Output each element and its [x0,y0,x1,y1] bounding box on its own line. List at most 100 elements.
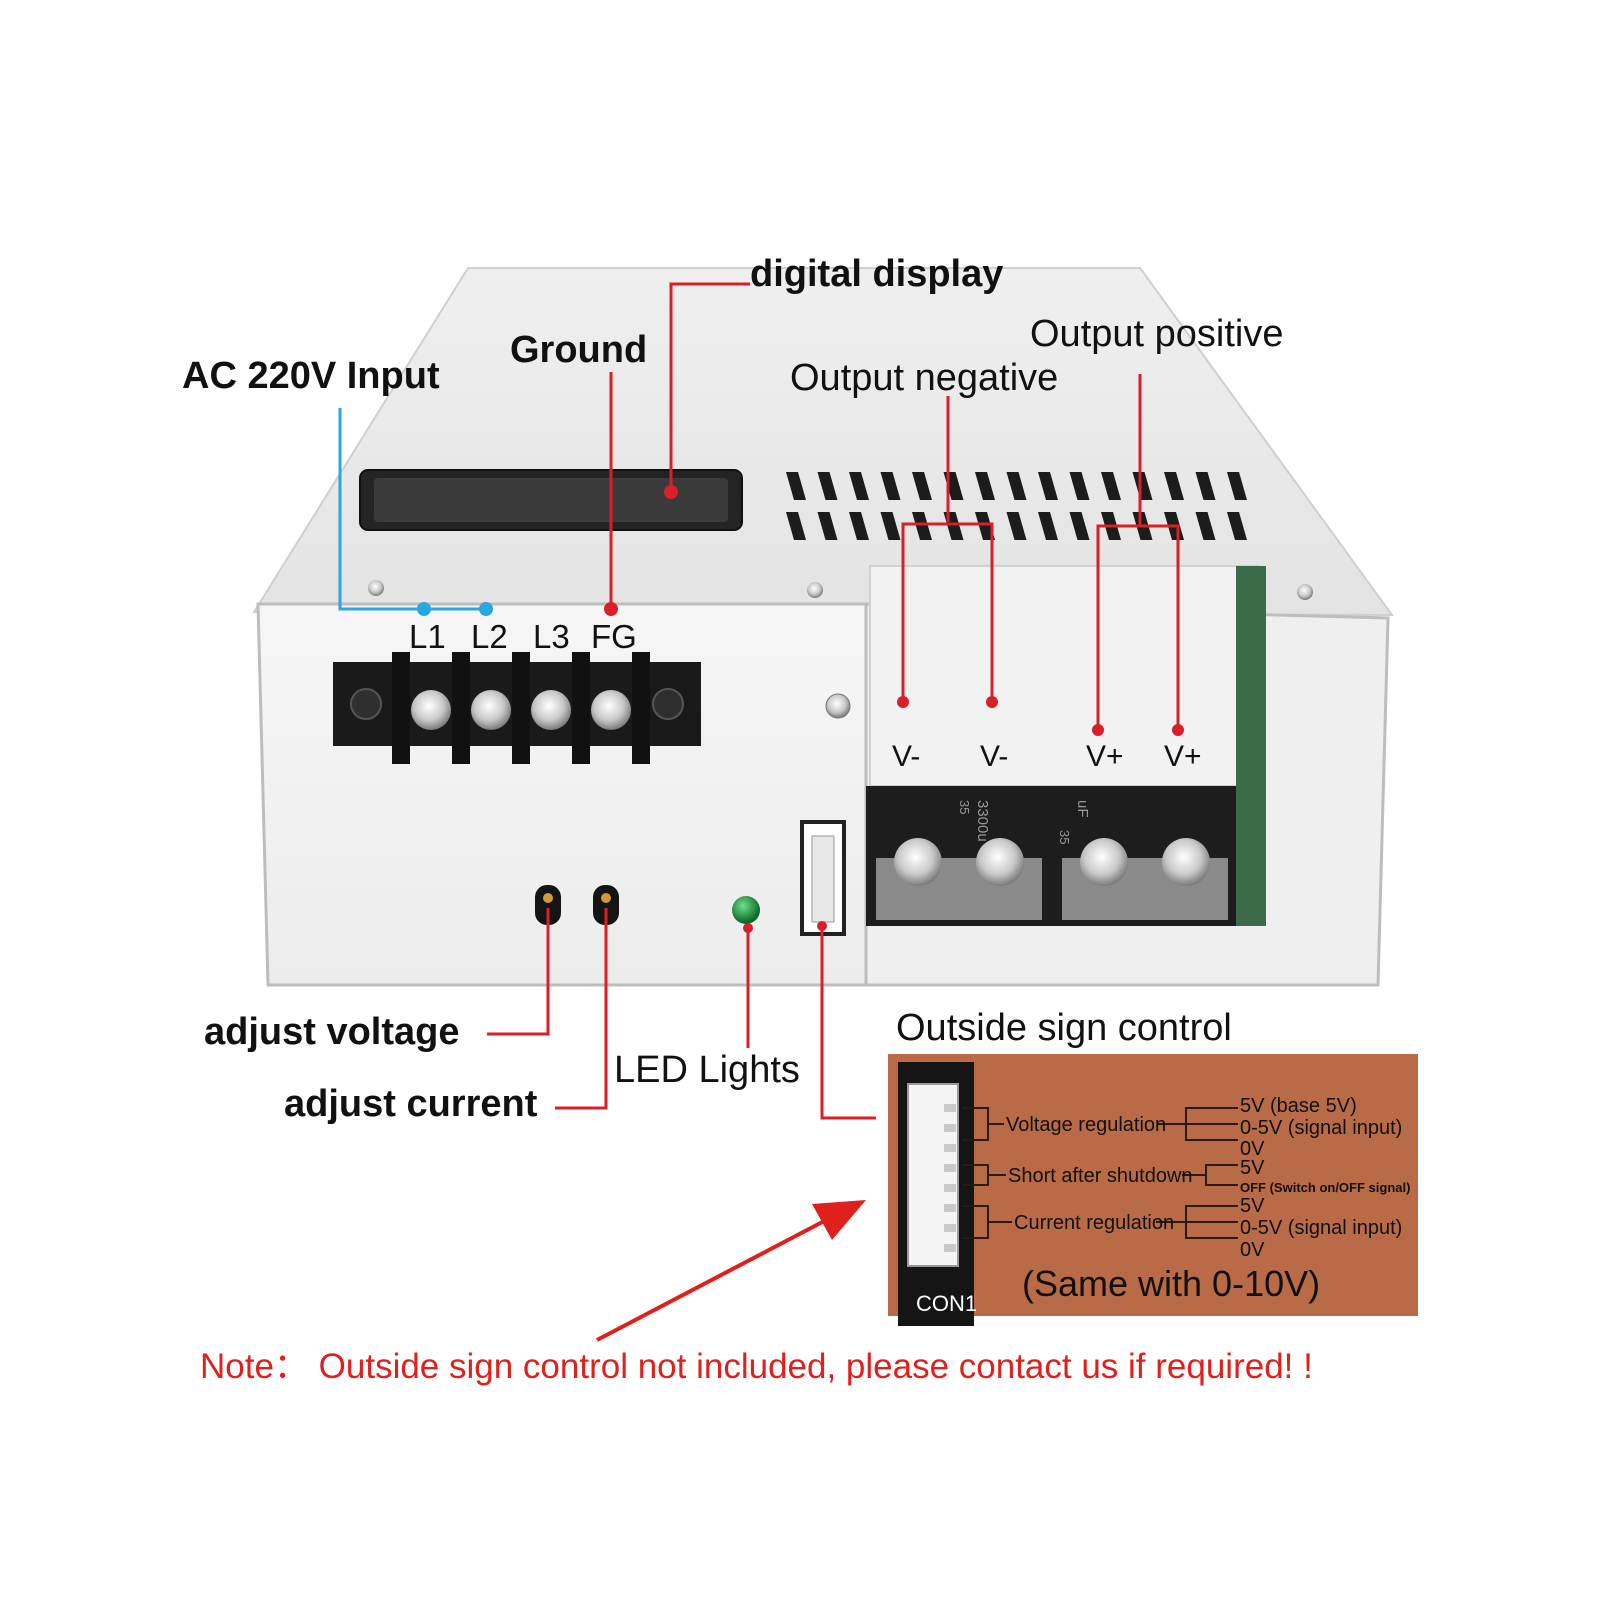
front-panel [256,602,868,987]
label-output-positive: Output positive [1030,313,1283,355]
output-screw-icon [1162,838,1210,886]
leader-lines [338,282,1184,1342]
vent-slot [1195,472,1216,500]
circuit-board [1236,566,1266,926]
con1-socket [907,1083,959,1267]
vent-slot [1006,472,1027,500]
note-arrow [596,1216,831,1342]
leader-digital-display [669,282,750,492]
output-bay-cover [869,565,1259,787]
vent-slot [817,472,838,500]
vent-slot [849,512,869,540]
connector-pin [944,1144,956,1152]
label-adjust-current: adjust current [284,1083,538,1125]
vent-slot [1038,472,1058,500]
vent-slot [975,512,995,540]
signal-5v-base: 5V (base 5V) [1240,1095,1357,1117]
label-outside-sign-control: Outside sign control [896,1007,1232,1049]
vent-slot [786,472,806,500]
terminal-screw-icon [591,690,631,730]
short-after-shutdown-label: Short after shutdown [1008,1165,1193,1187]
voltage-regulation-label: Voltage regulation [1006,1114,1166,1136]
leader-adjust-voltage [487,908,550,1036]
outside-sign-control-panel: CON1 Voltage regulation Short after shut… [888,1054,1418,1326]
signal-5v-switch: 5V [1240,1157,1265,1179]
note-text: Note： Outside sign control not included,… [200,1347,1313,1386]
terminal-screw-icon [411,690,451,730]
current-potentiometer [593,885,619,925]
connector-pin [944,1124,956,1132]
capacitor-marking: uF [1074,800,1091,818]
connector-pin [944,1104,956,1112]
label-adjust-voltage: adjust voltage [204,1011,460,1053]
signal-0v-current: 0V [1240,1239,1265,1261]
output-terminals: 3300u 35 uF 35 [876,800,1228,920]
label-output-negative: Output negative [790,357,1058,399]
callout-labels: digital display Ground AC 220V Input Out… [182,253,1283,1125]
capacitor-marking: 3300u [974,800,991,842]
leader-ac-input [338,408,486,611]
label-ac-input: AC 220V Input [182,355,440,397]
terminal-label-fg: FG [591,618,637,655]
vent-slot [1195,512,1216,540]
vent-slot [1006,512,1027,540]
label-ground: Ground [510,329,647,371]
vent-slot [975,472,995,500]
output-screw-icon [1080,838,1128,886]
cover-screw-icon [1297,584,1313,600]
capacitor-marking: 35 [1057,830,1072,844]
terminal-label-v-plus: V+ [1086,740,1124,773]
terminal-screw-icon [471,690,511,730]
vent-slot [912,512,932,540]
signal-5v-current: 5V [1240,1195,1265,1217]
vent-slot [1069,472,1090,500]
vent-slot [786,512,806,540]
connector-pin [944,1164,956,1172]
terminal-label-l1: L1 [409,618,446,655]
vent-slot [817,512,838,540]
signal-0v: 0V [1240,1138,1265,1160]
terminal-label-l2: L2 [471,618,508,655]
vent-slot [912,472,932,500]
cover-screw-icon [368,580,384,596]
input-terminal-labels: L1 L2 L3 FG [409,618,637,655]
vent-slot [1132,472,1153,500]
leader-adjust-current [555,908,608,1110]
digital-display-glass [374,478,728,522]
vent-slot [1164,472,1184,500]
con1-label: CON1 [916,1291,977,1316]
vent-slot [1038,512,1058,540]
input-terminal-block [333,652,701,764]
panel-brackets [962,1107,1238,1239]
connector-pin [944,1204,956,1212]
vent-slot [880,472,901,500]
vent-slot [1069,512,1090,540]
vent-slot [1101,472,1121,500]
capacitor-marking: 35 [957,800,972,814]
signal-0-5v-input-current: 0-5V (signal input) [1240,1217,1402,1239]
terminal-screw-icon [531,690,571,730]
output-terminal-labels: V- V- V+ V+ [892,740,1202,773]
vent-slot [880,512,901,540]
same-with-range: (Same with 0-10V) [1022,1263,1320,1304]
vent-slot [849,472,869,500]
terminal-label-l3: L3 [533,618,570,655]
connector-pin [944,1244,956,1252]
label-digital-display: digital display [750,253,1003,295]
output-screw-icon [976,838,1024,886]
led-indicator [732,896,760,924]
panel-screw-icon [825,693,851,719]
signal-0-5v-input: 0-5V (signal input) [1240,1117,1402,1139]
connector-pin [944,1224,956,1232]
signal-off-switch: OFF (Switch on/OFF signal) [1240,1180,1410,1195]
current-regulation-label: Current regulation [1014,1212,1174,1234]
cover-screw-icon [807,582,823,598]
arrow-head-icon [812,1200,866,1240]
label-led-lights: LED Lights [614,1049,800,1091]
con1-pins [944,1104,956,1252]
vent-slot [1227,512,1247,540]
terminal-label-v-plus: V+ [1164,740,1202,773]
output-screw-icon [894,838,942,886]
vent-slot [1227,472,1247,500]
